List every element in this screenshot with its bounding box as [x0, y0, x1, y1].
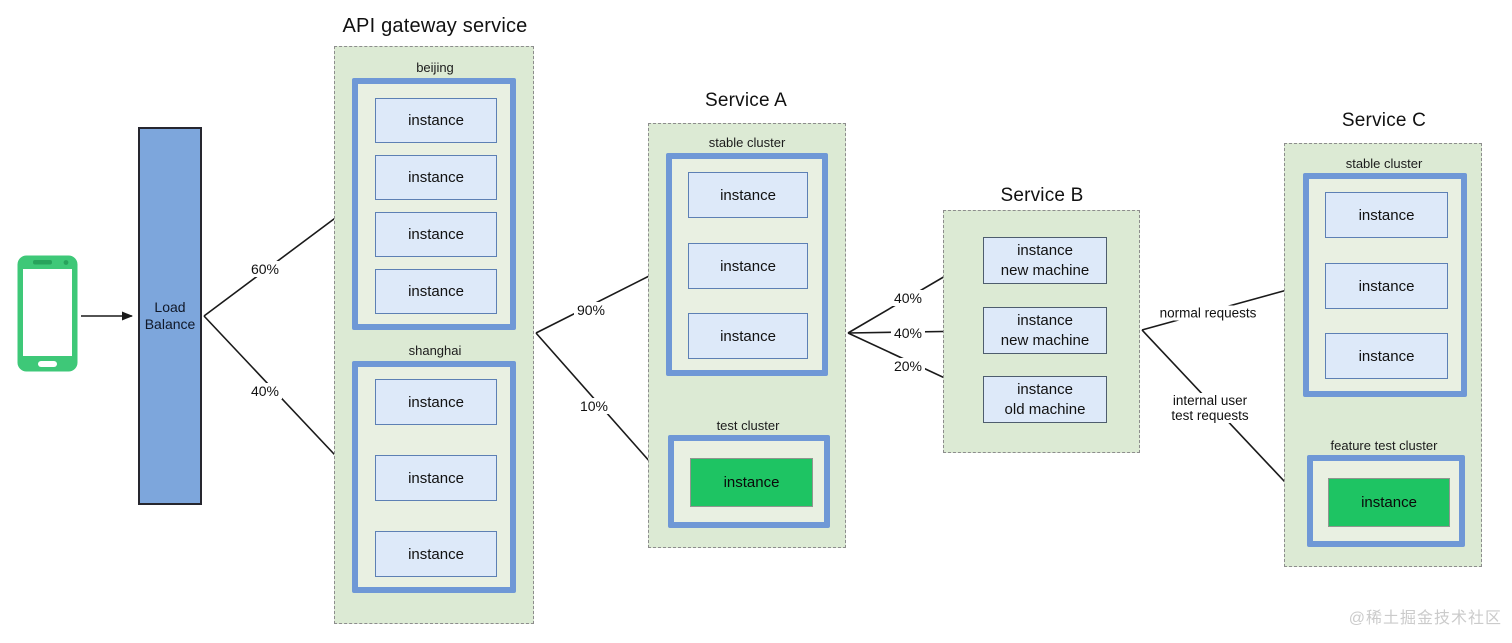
beijing-instance-1: instance [375, 98, 497, 143]
edge-label-60pct: 60% [247, 261, 283, 277]
service-a-test-cluster-label: test cluster [716, 418, 780, 433]
service-c-feature-test-cluster-label: feature test cluster [1330, 438, 1438, 453]
instance-label: instance [723, 474, 780, 491]
service-b-title: Service B [1000, 185, 1084, 206]
instance-label: instance [408, 226, 464, 243]
instance-label: instance [1358, 277, 1415, 295]
service-a-title: Service A [704, 90, 788, 111]
machine-type-label: new machine [1000, 331, 1090, 349]
beijing-cluster-label: beijing [416, 60, 454, 75]
instance-label: instance [408, 112, 464, 129]
edge-label-40pct-top: 40% [890, 290, 926, 306]
instance-label: instance [1017, 242, 1073, 260]
beijing-instance-2: instance [375, 155, 497, 200]
instance-label: instance [1017, 381, 1073, 399]
instance-label: instance [720, 186, 776, 204]
beijing-instance-3: instance [375, 212, 497, 257]
instance-label: instance [408, 283, 464, 300]
shanghai-instance-2: instance [375, 455, 497, 501]
instance-label: instance [1358, 347, 1415, 365]
watermark: @稀土掘金技术社区 [1348, 610, 1502, 627]
service-a-instance-3: instance [688, 313, 808, 359]
instance-label: instance [1361, 494, 1417, 511]
instance-label: instance [408, 545, 464, 563]
service-c-instance-3: instance [1325, 333, 1448, 379]
instance-label: instance [408, 393, 464, 411]
load-balancer-label: Load Balance [144, 298, 196, 333]
instance-label: instance [720, 327, 776, 345]
shanghai-instance-1: instance [375, 379, 497, 425]
instance-label: instance [408, 469, 464, 487]
api-gateway-title: API gateway service [342, 15, 528, 37]
instance-label: instance [1017, 312, 1073, 330]
edge-label-40pct-lb: 40% [247, 383, 283, 399]
edge-label-line2: test requests [1171, 408, 1249, 423]
edge-label-20pct: 20% [890, 358, 926, 374]
shanghai-instance-3: instance [375, 531, 497, 577]
service-b-instance-2: instance new machine [983, 307, 1107, 354]
service-a-stable-cluster-label: stable cluster [708, 135, 786, 150]
edge-label-40pct-mid: 40% [890, 325, 926, 341]
service-c-stable-cluster-label: stable cluster [1345, 156, 1423, 171]
mobile-client-icon [16, 254, 79, 373]
service-c-instance-2: instance [1325, 263, 1448, 309]
edge-label-90pct: 90% [573, 302, 609, 318]
edge-label-line1: internal user [1172, 393, 1248, 408]
service-b-instance-3: instance old machine [983, 376, 1107, 423]
service-a-test-instance: instance [690, 458, 813, 507]
service-c-instance-1: instance [1325, 192, 1448, 238]
arrow-gw-to-stable [535, 268, 664, 334]
shanghai-cluster-label: shanghai [408, 343, 462, 358]
beijing-instance-4: instance [375, 269, 497, 314]
service-a-instance-2: instance [688, 243, 808, 289]
service-a-instance-1: instance [688, 172, 808, 218]
edge-label-internal-user-test-requests: internal user test requests [1168, 393, 1252, 423]
machine-type-label: new machine [1000, 261, 1090, 279]
service-c-feature-test-instance: instance [1328, 478, 1450, 527]
instance-label: instance [408, 169, 464, 186]
machine-type-label: old machine [1004, 400, 1086, 418]
load-balancer-node: Load Balance [138, 127, 202, 505]
instance-label: instance [720, 257, 776, 275]
instance-label: instance [1358, 206, 1415, 224]
edge-label-normal-requests: normal requests [1156, 305, 1260, 321]
service-c-title: Service C [1341, 110, 1427, 131]
service-b-instance-1: instance new machine [983, 237, 1107, 284]
edge-label-10pct: 10% [576, 398, 612, 414]
